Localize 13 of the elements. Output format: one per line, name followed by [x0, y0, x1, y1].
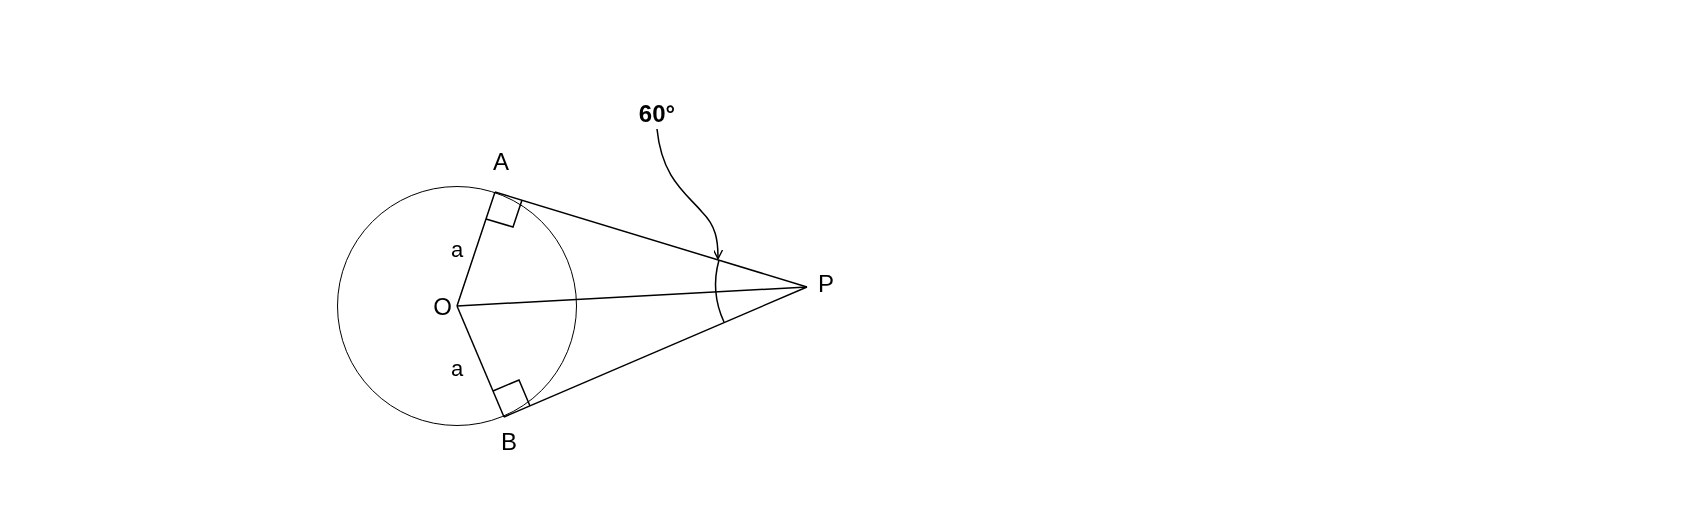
point-label: O [431, 294, 454, 319]
line-segment [456, 305, 505, 418]
line-segment [503, 286, 808, 418]
point-label: B [497, 430, 521, 456]
angle-label: 60° [632, 102, 682, 128]
line-segment [494, 191, 808, 288]
point-label: P [815, 272, 837, 298]
point-label: A [489, 150, 513, 176]
edge-label: a [451, 239, 464, 261]
edge-label: a [451, 358, 464, 380]
line-segment [456, 191, 496, 307]
curved-arrow [656, 128, 724, 260]
angle-arc [715, 259, 725, 323]
